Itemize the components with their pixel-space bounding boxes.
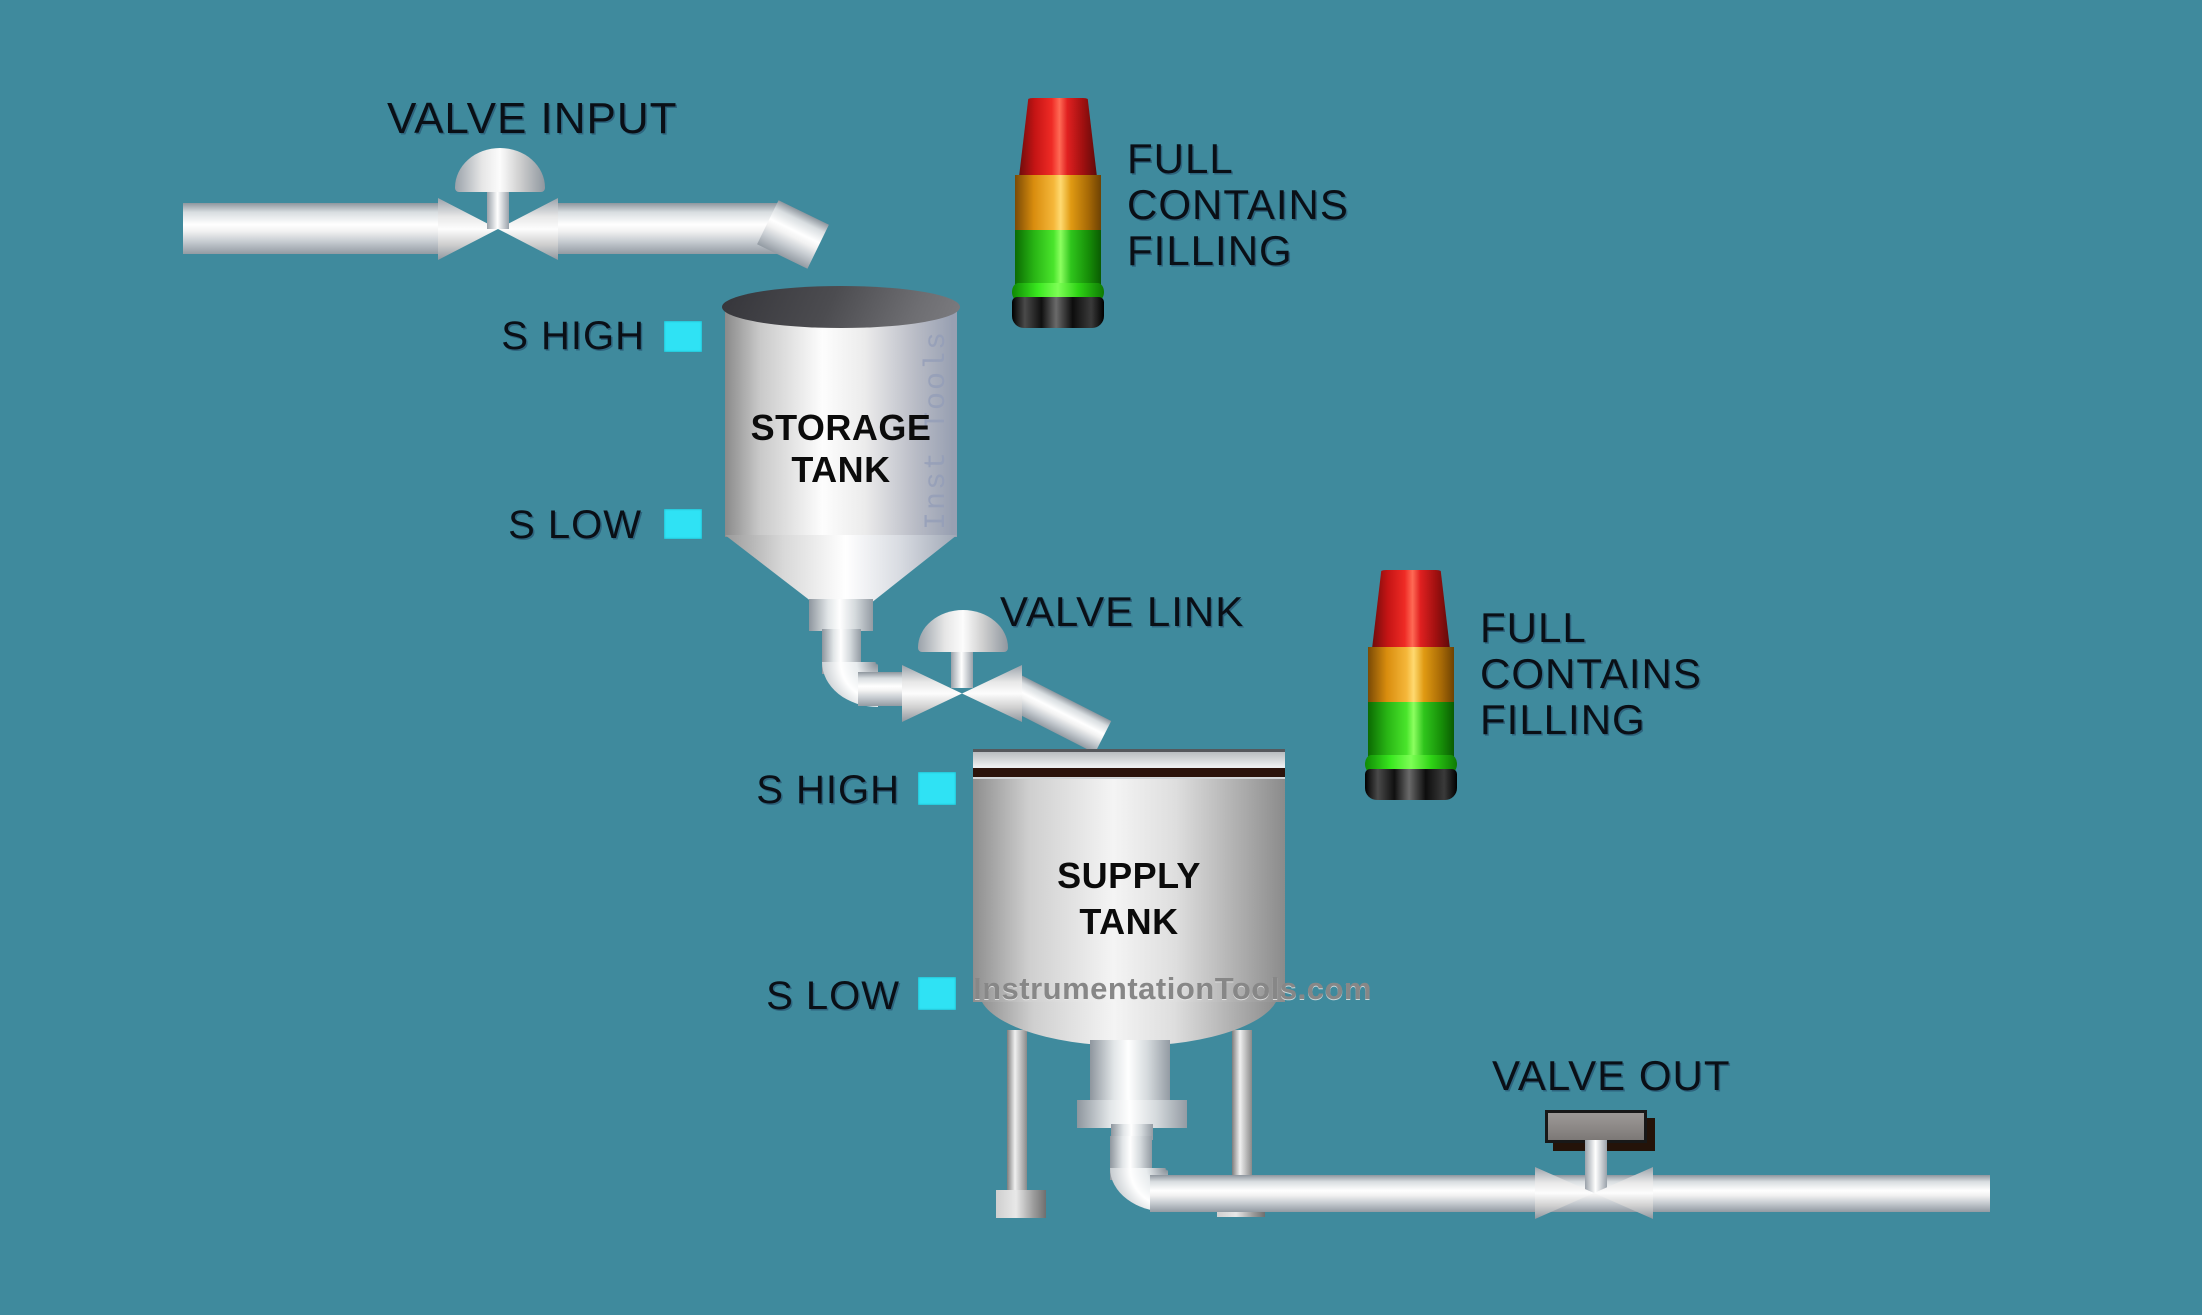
stack-light-storage-legend: FULL CONTAINS FILLING xyxy=(1127,136,1349,274)
valve-out-label: VALVE OUT xyxy=(1492,1052,1731,1099)
supply-tank-leg-left xyxy=(1007,1030,1027,1192)
legend-full: FULL xyxy=(1127,135,1234,182)
inlet-pipe-left xyxy=(183,203,448,254)
storage-tank-name: STORAGE TANK xyxy=(750,407,932,490)
storage-tank-body xyxy=(725,307,957,537)
supply-tank-leg-right xyxy=(1232,1030,1252,1190)
storage-s-high-indicator[interactable] xyxy=(664,321,702,352)
stack-light-ring xyxy=(1012,283,1104,301)
legend-full: FULL xyxy=(1480,604,1587,651)
stack-light-storage xyxy=(1012,95,1104,329)
valve-link-label: VALVE LINK xyxy=(1000,588,1245,635)
legend-filling: FILLING xyxy=(1480,696,1646,743)
supply-outlet-neck xyxy=(1090,1040,1170,1104)
legend-contains: CONTAINS xyxy=(1480,650,1702,697)
valve-out-handle-icon xyxy=(1545,1110,1647,1143)
valve-input-actuator-icon xyxy=(455,148,545,192)
legend-filling: FILLING xyxy=(1127,227,1293,274)
storage-outlet-collar xyxy=(809,599,873,631)
valve-link-stem xyxy=(951,646,973,688)
stack-light-green-segment xyxy=(1368,702,1454,758)
supply-tank-seam-line xyxy=(973,768,1285,777)
supply-tank-name: SUPPLY TANK xyxy=(1057,855,1201,942)
stack-light-red-segment xyxy=(1372,570,1450,649)
stack-light-base xyxy=(1365,769,1457,800)
stack-light-red-segment xyxy=(1019,98,1097,177)
supply-s-high-label: S HIGH xyxy=(756,768,900,812)
inlet-pipe-right xyxy=(548,203,780,254)
storage-tank-cone xyxy=(725,535,957,602)
link-pipe-left xyxy=(858,672,910,706)
supply-tank-body xyxy=(973,776,1285,1002)
stack-light-amber-segment xyxy=(1368,647,1454,702)
supply-s-low-label: S LOW xyxy=(766,974,900,1018)
valve-link-actuator-icon xyxy=(918,610,1008,652)
valve-input-label: VALVE INPUT xyxy=(387,94,678,143)
storage-tank-top xyxy=(722,286,960,328)
valve-input-stem xyxy=(487,183,509,229)
supply-s-high-indicator[interactable] xyxy=(918,772,956,805)
stack-light-supply xyxy=(1365,567,1457,801)
stack-light-supply-legend: FULL CONTAINS FILLING xyxy=(1480,605,1702,743)
stack-light-base xyxy=(1012,297,1104,328)
stack-light-green-segment xyxy=(1015,230,1101,286)
storage-s-low-label: S LOW xyxy=(508,503,642,547)
supply-s-low-indicator[interactable] xyxy=(918,977,956,1010)
supply-tank-watermark: InstrumentationTools.com xyxy=(973,971,1372,1006)
storage-s-low-indicator[interactable] xyxy=(664,509,702,539)
supply-outlet-flange xyxy=(1077,1100,1187,1128)
storage-s-high-label: S HIGH xyxy=(501,314,645,358)
valve-out-stem xyxy=(1585,1140,1607,1193)
stack-light-ring xyxy=(1365,755,1457,773)
supply-tank-foot-left xyxy=(996,1190,1046,1218)
legend-contains: CONTAINS xyxy=(1127,181,1349,228)
stack-light-amber-segment xyxy=(1015,175,1101,230)
